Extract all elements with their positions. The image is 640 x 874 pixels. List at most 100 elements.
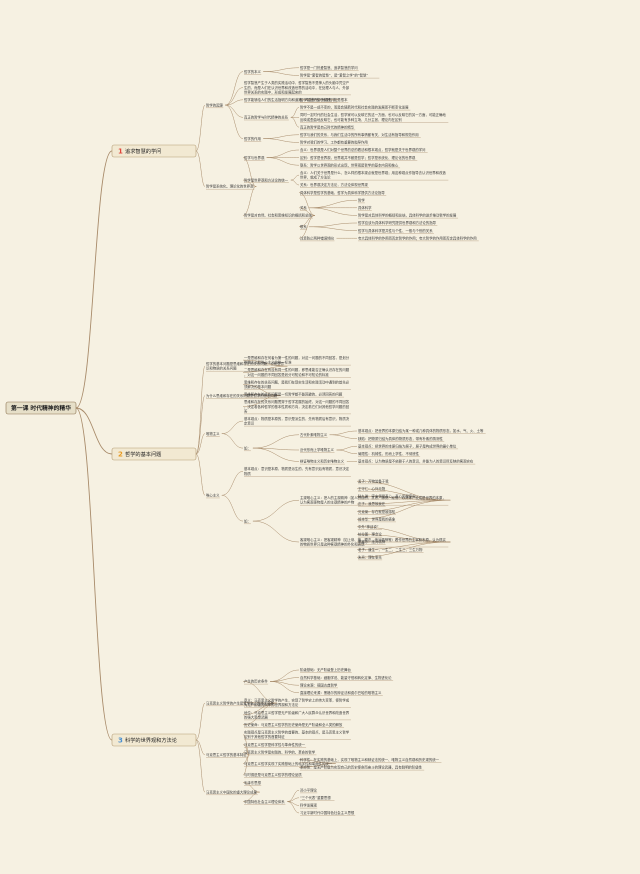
connector-line <box>242 186 257 216</box>
topic-node[interactable]: 哲学与我们的关系，与我们生活中的所有事情都有关，对生活有指导和规范作用 <box>300 132 421 138</box>
topic-node[interactable]: 哲学对我们的学习、工作都有重要的指导作用 <box>300 140 369 146</box>
topic-node[interactable]: 朱熹：理在事先 <box>358 554 382 561</box>
topic-node[interactable]: 中国特色社会主义理论体系 <box>244 799 286 805</box>
branch-title: 追求智慧的学问 <box>125 147 161 155</box>
topic-node[interactable]: 柏拉图：理念论 <box>358 532 382 538</box>
topic-node[interactable]: 哲学的作用 <box>244 136 262 142</box>
topic-node[interactable]: 联系：哲学以世界观的形式出现，世界观是哲学的基本内容和核心 <box>300 162 401 169</box>
topic-node[interactable]: 哲学应该为具体科学研究提供世界观和方法论的指导 <box>358 220 438 226</box>
topic-node[interactable]: 具体科学是哲学的基础，哲学为具体科学提供方法论指导 <box>300 190 387 196</box>
topic-node[interactable]: 科学性：在实践的基础上，实现了唯物主义和辩证法的统一、唯物主义自然观和历史观的统… <box>300 757 442 763</box>
topic-node[interactable]: 马克思主义哲学是科学性与革命性的统一 <box>244 742 307 748</box>
connector-line <box>298 207 316 216</box>
topic-node[interactable]: 区别：哲学是世界观，世界观并不都是哲学；哲学是系统化、理论化的世界观 <box>300 155 418 161</box>
topic-node[interactable]: 为什么思维和存在的关系问题是哲学的基本问题 <box>206 393 279 399</box>
topic-node[interactable]: 哲学是对自然、社会和思维知识的概括和总结 <box>244 213 313 219</box>
topic-node[interactable]: 基本观点：意识是本原，物质是派生的，先有意识后有物质，意识决定物质 <box>244 466 351 477</box>
topic-node[interactable]: 孟子：万物皆备于我 <box>358 478 389 485</box>
topic-node[interactable]: 联系 <box>300 224 307 230</box>
topic-node[interactable]: 哲学智慧产生于人类的实践活动中，哲学智慧不是神入的头脑中凭空产生的，而是人们在认… <box>244 80 351 96</box>
topic-node[interactable]: 马克思主义哲学的基本特征 <box>206 752 248 758</box>
topic-node[interactable]: 贝克莱：存在就是被感知 <box>358 509 396 515</box>
topic-node[interactable]: 老子：道生一，一生二，二生三，三生万物 <box>358 547 424 553</box>
topic-node[interactable]: 马克思主义哲学实现了实践基础上的科学性和革命性的统一 <box>244 761 334 767</box>
topic-node[interactable]: 地位：马克思主义哲学是无产阶级和广大人民群众认识世界和改造世界的强大思想武器 <box>244 710 351 721</box>
topic-node[interactable]: 哲学是世界观和方法论的统一 <box>244 177 289 183</box>
topic-label: 哲学能够给人们的生活指明方向和道路。人生的追问就是哲学 <box>244 97 336 102</box>
topic-node[interactable]: 同时一定时代的社会生活，哲学家可以反映它的这一方面，也可以反映它的另一方面，可能… <box>300 112 449 123</box>
topic-node[interactable]: 基本观点：认为物质是不依赖于人的意识，并能为人的意识所反映的客观实在 <box>358 459 476 465</box>
topic-node[interactable]: 基本观点：物质是本原的，意识是派生的，先有物质后有意识，物质决定意识 <box>244 416 351 427</box>
topic-node[interactable]: 自然科学基础：细胞学说、能量守恒和转化定律、生物进化论 <box>300 675 394 681</box>
topic-node[interactable]: 真正的哲学与时代精神的关系 <box>244 115 289 121</box>
topic-node[interactable]: 黑格尔：绝对精神 <box>358 539 386 545</box>
topic-node[interactable]: 直接理论来源：黑格尔的辩证法和费尔巴哈的唯物主义 <box>300 690 383 696</box>
topic-node[interactable]: 实践观点是马克思主义哲学的首要的、基本的观点，是马克思主义哲学区别于其他哲学的首… <box>244 730 351 740</box>
topic-node[interactable]: 关系 <box>300 205 307 211</box>
topic-node[interactable]: 与时俱进是马克思主义哲学的理论品质 <box>244 772 303 778</box>
topic-node[interactable]: 哲学智慧产生于实践，这是根本 <box>300 97 349 103</box>
topic-node[interactable]: 马克思主义哲学的产生是哲学史上的伟大变革 <box>206 700 275 706</box>
topic-node[interactable]: 哲学的起源 <box>206 102 224 108</box>
topic-node[interactable]: 哲学是系统化、理论化的世界观 <box>206 184 255 190</box>
topic-node[interactable]: 夸大具体科学的作用而否定哲学的作用；夸大哲学的作用而否定具体科学的作用 <box>358 235 479 242</box>
topic-node[interactable]: 思维和存在的关系问题是一切哲学都不能回避的、必须回答的问题 <box>244 392 345 398</box>
topic-node[interactable]: 马克思主义中国化的重大理论成果 <box>206 789 258 795</box>
topic-node[interactable]: 具体科学 <box>358 205 372 211</box>
topic-node[interactable]: 如： <box>244 445 251 451</box>
topic-node[interactable]: 革命性：是无产阶级为实现自己的历史使命而奋斗的理论武器，具有鲜明的阶级性 <box>300 765 425 771</box>
topic-node[interactable]: 历史使命：马克思主义哲学的历史使命是无产阶级和全人类的解放 <box>244 722 345 728</box>
topic-node[interactable]: 科学发展观 <box>300 803 318 809</box>
topic-node[interactable]: 陆九渊：宇宙便是吾心，吾心即是宇宙 <box>358 494 417 500</box>
topic-node[interactable]: 唯心主义 <box>206 492 220 499</box>
topic-node[interactable]: 产生的历史条件 <box>244 679 268 685</box>
topic-node[interactable]: 阶级基础：无产阶级登上历史舞台 <box>300 667 352 673</box>
topic-node[interactable]: 哲学与具体科学是共性与个性、一般与个别的关系 <box>358 228 434 234</box>
topic-node[interactable]: 哲学是“爱智的智慧”，是“爱智之学”的“智慧” <box>300 73 380 79</box>
topic-node[interactable]: 思维和存在的关系问题，是我们在现实生活和实践活动中遇到的首先必须解决的基本问题 <box>244 379 351 390</box>
topic-node[interactable]: 近代形而上学唯物主义 <box>300 447 335 453</box>
topic-node[interactable]: 叔本华：世界是我的表象 <box>358 516 396 523</box>
topic-node[interactable]: 二是思维和存在有没有同一性的问题，即思维能否正确认识存在的问题，对这一问题的不同… <box>244 367 351 378</box>
topic-node[interactable]: 理论来源：德国古典哲学 <box>300 682 338 689</box>
topic-node[interactable]: 习近平新时代中国特色社会主义思想 <box>300 810 356 816</box>
topic-label: 思维和存在的关系问题，是我们在现实生活和实践活动中遇到的首先必须解决的基本问题 <box>244 379 350 389</box>
topic-node[interactable]: “三个代表”重要思想 <box>300 795 335 801</box>
topic-node[interactable]: 基本观点：把世界的本原归结为原子，原子是构成世界的最小单位 <box>358 443 459 450</box>
topic-node[interactable]: 意义：马克思主义哲学的产生，实现了哲学史上的伟大变革，使哲学成为无产阶级的科学的… <box>244 698 351 708</box>
topic-node[interactable]: 王守仁：心外无物 <box>358 486 386 492</box>
topic-node[interactable]: 中外“神创说” <box>358 524 383 530</box>
topic-node[interactable]: 如： <box>244 518 251 524</box>
topic-node[interactable]: 哲学是对具体科学的概括和总结，具体科学的进步推动哲学的发展 <box>358 213 459 219</box>
topic-node[interactable]: 关系：世界观决定方法论，方法论体现世界观 <box>300 182 369 188</box>
topic-node[interactable]: 缺陷：把物质归结为具体的物质形态，带有朴素的猜测性 <box>358 436 445 442</box>
topic-node[interactable]: 思维和存在的关系问题贯穿于哲学发展的始终，对这一问题的不同回答，决定着各种哲学的… <box>244 399 351 415</box>
topic-node[interactable]: 毛泽东思想 <box>244 780 262 786</box>
topic-node[interactable]: 基本观点：把世界的本原归结为某一种或几种具体的物质形态，如水、气、火、土等 <box>358 428 486 434</box>
topic-node[interactable]: 邓小平理论 <box>300 787 318 794</box>
topic-node[interactable]: 一是思维和存在何者为第一性的问题，对这一问题的不同回答，是划分唯物主义和唯心主义… <box>244 355 351 366</box>
root-node[interactable]: 第一课 时代精神的精华 <box>5 401 77 415</box>
topic-label: 缺陷：把物质归结为具体的物质形态，带有朴素的猜测性 <box>358 436 443 441</box>
topic-node[interactable]: 局限性：机械性、形而上学性、不彻底性 <box>358 451 421 457</box>
topic-node[interactable]: 庄子：我思故我在 <box>358 501 386 507</box>
topic-node[interactable]: 哲学的基本问题是思维和存在的关系问题，也就是意识和物质的关系问题 <box>206 361 286 372</box>
topic-node[interactable]: 含义：人们关于世界是什么、怎么样的根本观点就是世界观；用这种观点作指导去认识世界… <box>300 170 449 181</box>
topic-node[interactable]: 马克思主义哲学是实践的、科学的、革命的哲学 <box>244 749 317 756</box>
topic-node[interactable]: 哲学不是一成不变的，而是会随着时代和社会实践的发展而不断变化发展 <box>300 105 411 111</box>
topic-node[interactable]: 辩证唯物主义和历史唯物主义 <box>300 459 345 465</box>
topic-node[interactable]: 注意防止两种错误倾向 <box>300 235 335 242</box>
topic-node[interactable]: 客观唯心主义：把客观精神（如上帝、神、理念、绝对精神等）看作世界的主宰和本原，认… <box>300 537 449 548</box>
topic-node[interactable]: 真正的哲学是自己时代的精神的精华 <box>300 124 356 131</box>
topic-node[interactable]: 哲学 <box>358 197 365 204</box>
topic-node[interactable]: 含义：世界观是人们对整个世界的总的看法和根本观点，哲学就是关于世界观的学问 <box>300 147 428 153</box>
topic-node[interactable]: 哲学的本义 <box>244 69 262 75</box>
topic-node[interactable]: 唯物主义 <box>206 431 220 437</box>
topic-node[interactable]: 哲学是一门热爱智慧、追求智慧的学问 <box>300 65 359 71</box>
topic-node[interactable]: 古代朴素唯物主义 <box>300 432 328 438</box>
topic-node[interactable]: 哲学与世界观 <box>244 155 265 161</box>
topic-node[interactable]: 主观唯心主义：把人的主观精神（如人的目的、意志、感觉、经验、心灵等）说成是世界的… <box>300 495 449 506</box>
